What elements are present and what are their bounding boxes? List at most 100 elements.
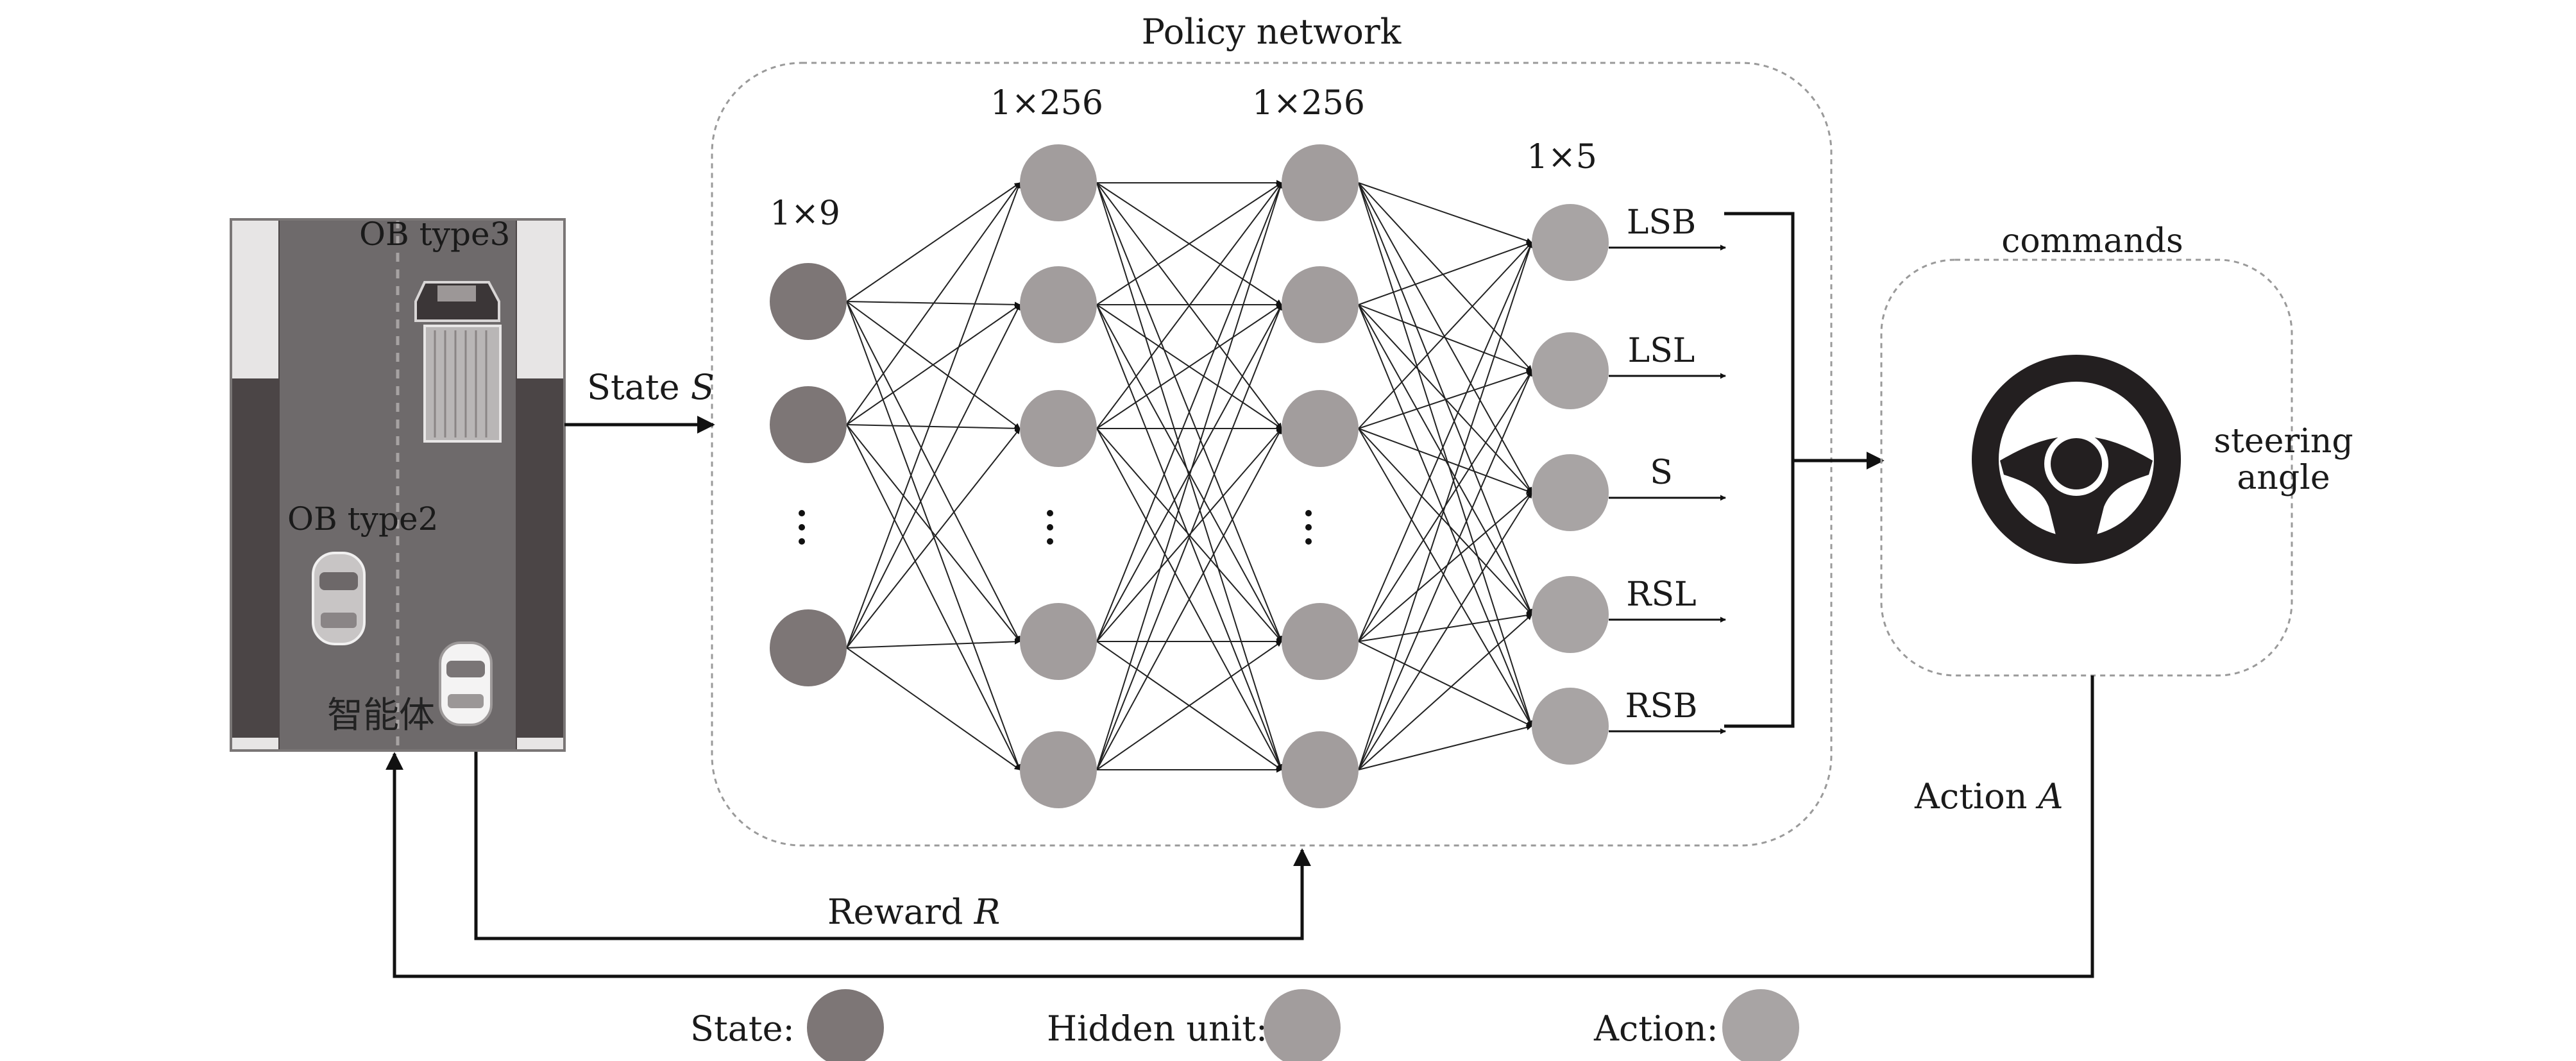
output-node-0 xyxy=(1532,204,1609,281)
connection-hidden1-4-hidden2-0 xyxy=(1096,182,1283,770)
commands-box xyxy=(1880,259,2293,677)
commands-title: commands xyxy=(2001,222,2183,260)
connection-hidden2-4-output-0 xyxy=(1358,242,1533,770)
hidden2-node-3 xyxy=(1282,603,1359,680)
connection-hidden1-1-hidden2-0 xyxy=(1096,182,1282,305)
connection-hidden2-2-output-4 xyxy=(1358,428,1532,727)
network-nodes xyxy=(770,144,1609,808)
steering-label-line1: steering xyxy=(2214,422,2353,461)
output-label-lsb: LSB xyxy=(1627,203,1696,242)
connection-input-1-hidden1-3 xyxy=(846,424,1021,642)
input-node-2 xyxy=(770,609,847,686)
hidden1-layer-size: 1×256 xyxy=(990,84,1103,123)
connection-input-1-hidden1-0 xyxy=(846,182,1021,425)
ellipsis-input xyxy=(799,510,805,545)
reward-arrow xyxy=(474,752,1311,940)
connection-input-1-hidden1-2 xyxy=(846,424,1021,432)
connection-hidden2-3-output-0 xyxy=(1358,242,1532,642)
connection-hidden1-4-hidden2-3 xyxy=(1096,641,1282,770)
connection-hidden2-4-output-3 xyxy=(1358,614,1532,770)
policy-network-title: Policy network xyxy=(1142,12,1402,52)
connection-input-1-hidden1-4 xyxy=(846,424,1021,770)
output-bracket xyxy=(1724,212,1795,728)
hidden1-node-4 xyxy=(1020,731,1097,808)
hidden2-node-4 xyxy=(1282,731,1359,808)
hidden2-node-0 xyxy=(1282,144,1359,221)
agent-label: 智能体 xyxy=(327,695,435,736)
hidden1-node-2 xyxy=(1020,390,1097,467)
output-label-s: S xyxy=(1650,454,1673,492)
output-label-rsb: RSB xyxy=(1625,687,1698,726)
steering-label-line2: angle xyxy=(2237,459,2330,497)
connection-hidden1-4-hidden2-2 xyxy=(1096,428,1282,770)
output-node-1 xyxy=(1532,332,1609,409)
output-label-lsl: LSL xyxy=(1628,332,1695,370)
legend-action-label: Action: xyxy=(1593,1008,1718,1049)
connection-hidden1-3-hidden2-2 xyxy=(1096,428,1282,642)
connection-input-2-hidden1-4 xyxy=(846,647,1021,770)
output-node-2 xyxy=(1532,454,1609,531)
connection-hidden2-3-output-3 xyxy=(1358,612,1532,642)
output-labels: LSB LSL S RSL RSB xyxy=(1609,203,1726,734)
input-layer-size: 1×9 xyxy=(770,194,840,233)
output-node-3 xyxy=(1532,576,1609,653)
network-connections xyxy=(846,180,1533,773)
input-node-1 xyxy=(770,386,847,463)
truck-icon xyxy=(414,281,502,443)
legend-action-node xyxy=(1722,989,1799,1061)
hidden1-node-0 xyxy=(1020,144,1097,221)
connection-input-0-hidden1-0 xyxy=(846,182,1021,302)
hidden2-node-2 xyxy=(1282,390,1359,467)
connection-hidden2-1-output-1 xyxy=(1358,304,1532,372)
connection-hidden2-0-output-0 xyxy=(1358,182,1532,244)
policy-network-box xyxy=(711,62,1833,847)
input-node-0 xyxy=(770,263,847,340)
connection-hidden2-1-output-0 xyxy=(1358,241,1532,305)
connection-hidden1-2-hidden2-0 xyxy=(1096,182,1282,429)
connection-hidden1-2-hidden2-1 xyxy=(1096,304,1282,429)
legend-state-label: State: xyxy=(690,1008,795,1049)
connection-hidden2-0-output-4 xyxy=(1358,182,1533,727)
reward-arrow-label: Reward R xyxy=(827,892,1000,932)
legend: State: Hidden unit: Action: xyxy=(690,989,1799,1061)
connection-hidden2-3-output-4 xyxy=(1358,641,1532,727)
connection-input-1-hidden1-1 xyxy=(846,304,1021,425)
hidden2-node-1 xyxy=(1282,266,1359,343)
agent-car-icon xyxy=(439,641,493,726)
connection-hidden2-2-output-2 xyxy=(1358,428,1532,494)
ob-type3-label: OB type3 xyxy=(359,216,510,253)
connection-hidden2-4-output-2 xyxy=(1358,492,1532,770)
connection-hidden2-4-output-4 xyxy=(1358,724,1532,770)
connection-hidden2-3-output-2 xyxy=(1358,492,1532,642)
environment-panel xyxy=(230,218,566,752)
state-arrow-label: State S xyxy=(587,367,715,407)
ellipsis-hidden1 xyxy=(1047,510,1053,545)
connection-hidden2-1-output-4 xyxy=(1358,304,1533,727)
connection-hidden2-0-output-1 xyxy=(1358,182,1532,371)
connection-input-2-hidden1-1 xyxy=(846,304,1021,649)
ellipsis-hidden2 xyxy=(1305,510,1312,545)
connection-input-0-hidden1-4 xyxy=(846,301,1021,770)
connection-hidden2-2-output-3 xyxy=(1358,428,1532,615)
connection-hidden2-2-output-0 xyxy=(1358,242,1532,429)
output-layer-size: 1×5 xyxy=(1527,138,1597,176)
action-arrow-label: Action A xyxy=(1914,776,2063,817)
connection-input-0-hidden1-3 xyxy=(846,301,1021,642)
hidden1-node-3 xyxy=(1020,603,1097,680)
legend-hidden-label: Hidden unit: xyxy=(1047,1008,1267,1049)
connection-hidden1-4-hidden2-1 xyxy=(1096,304,1283,770)
ob-type2-label: OB type2 xyxy=(287,500,438,538)
connection-hidden1-3-hidden2-1 xyxy=(1096,304,1282,642)
legend-hidden-node xyxy=(1264,989,1341,1061)
connection-input-2-hidden1-0 xyxy=(846,182,1021,649)
connection-hidden2-4-output-1 xyxy=(1358,370,1532,770)
connection-hidden1-3-hidden2-0 xyxy=(1096,182,1283,642)
steering-wheel-icon xyxy=(1972,355,2182,564)
obstacle-car-icon xyxy=(312,552,366,645)
output-node-4 xyxy=(1532,688,1609,765)
connection-input-2-hidden1-2 xyxy=(846,428,1021,649)
connection-input-2-hidden1-3 xyxy=(846,638,1021,649)
output-label-rsl: RSL xyxy=(1626,575,1696,614)
